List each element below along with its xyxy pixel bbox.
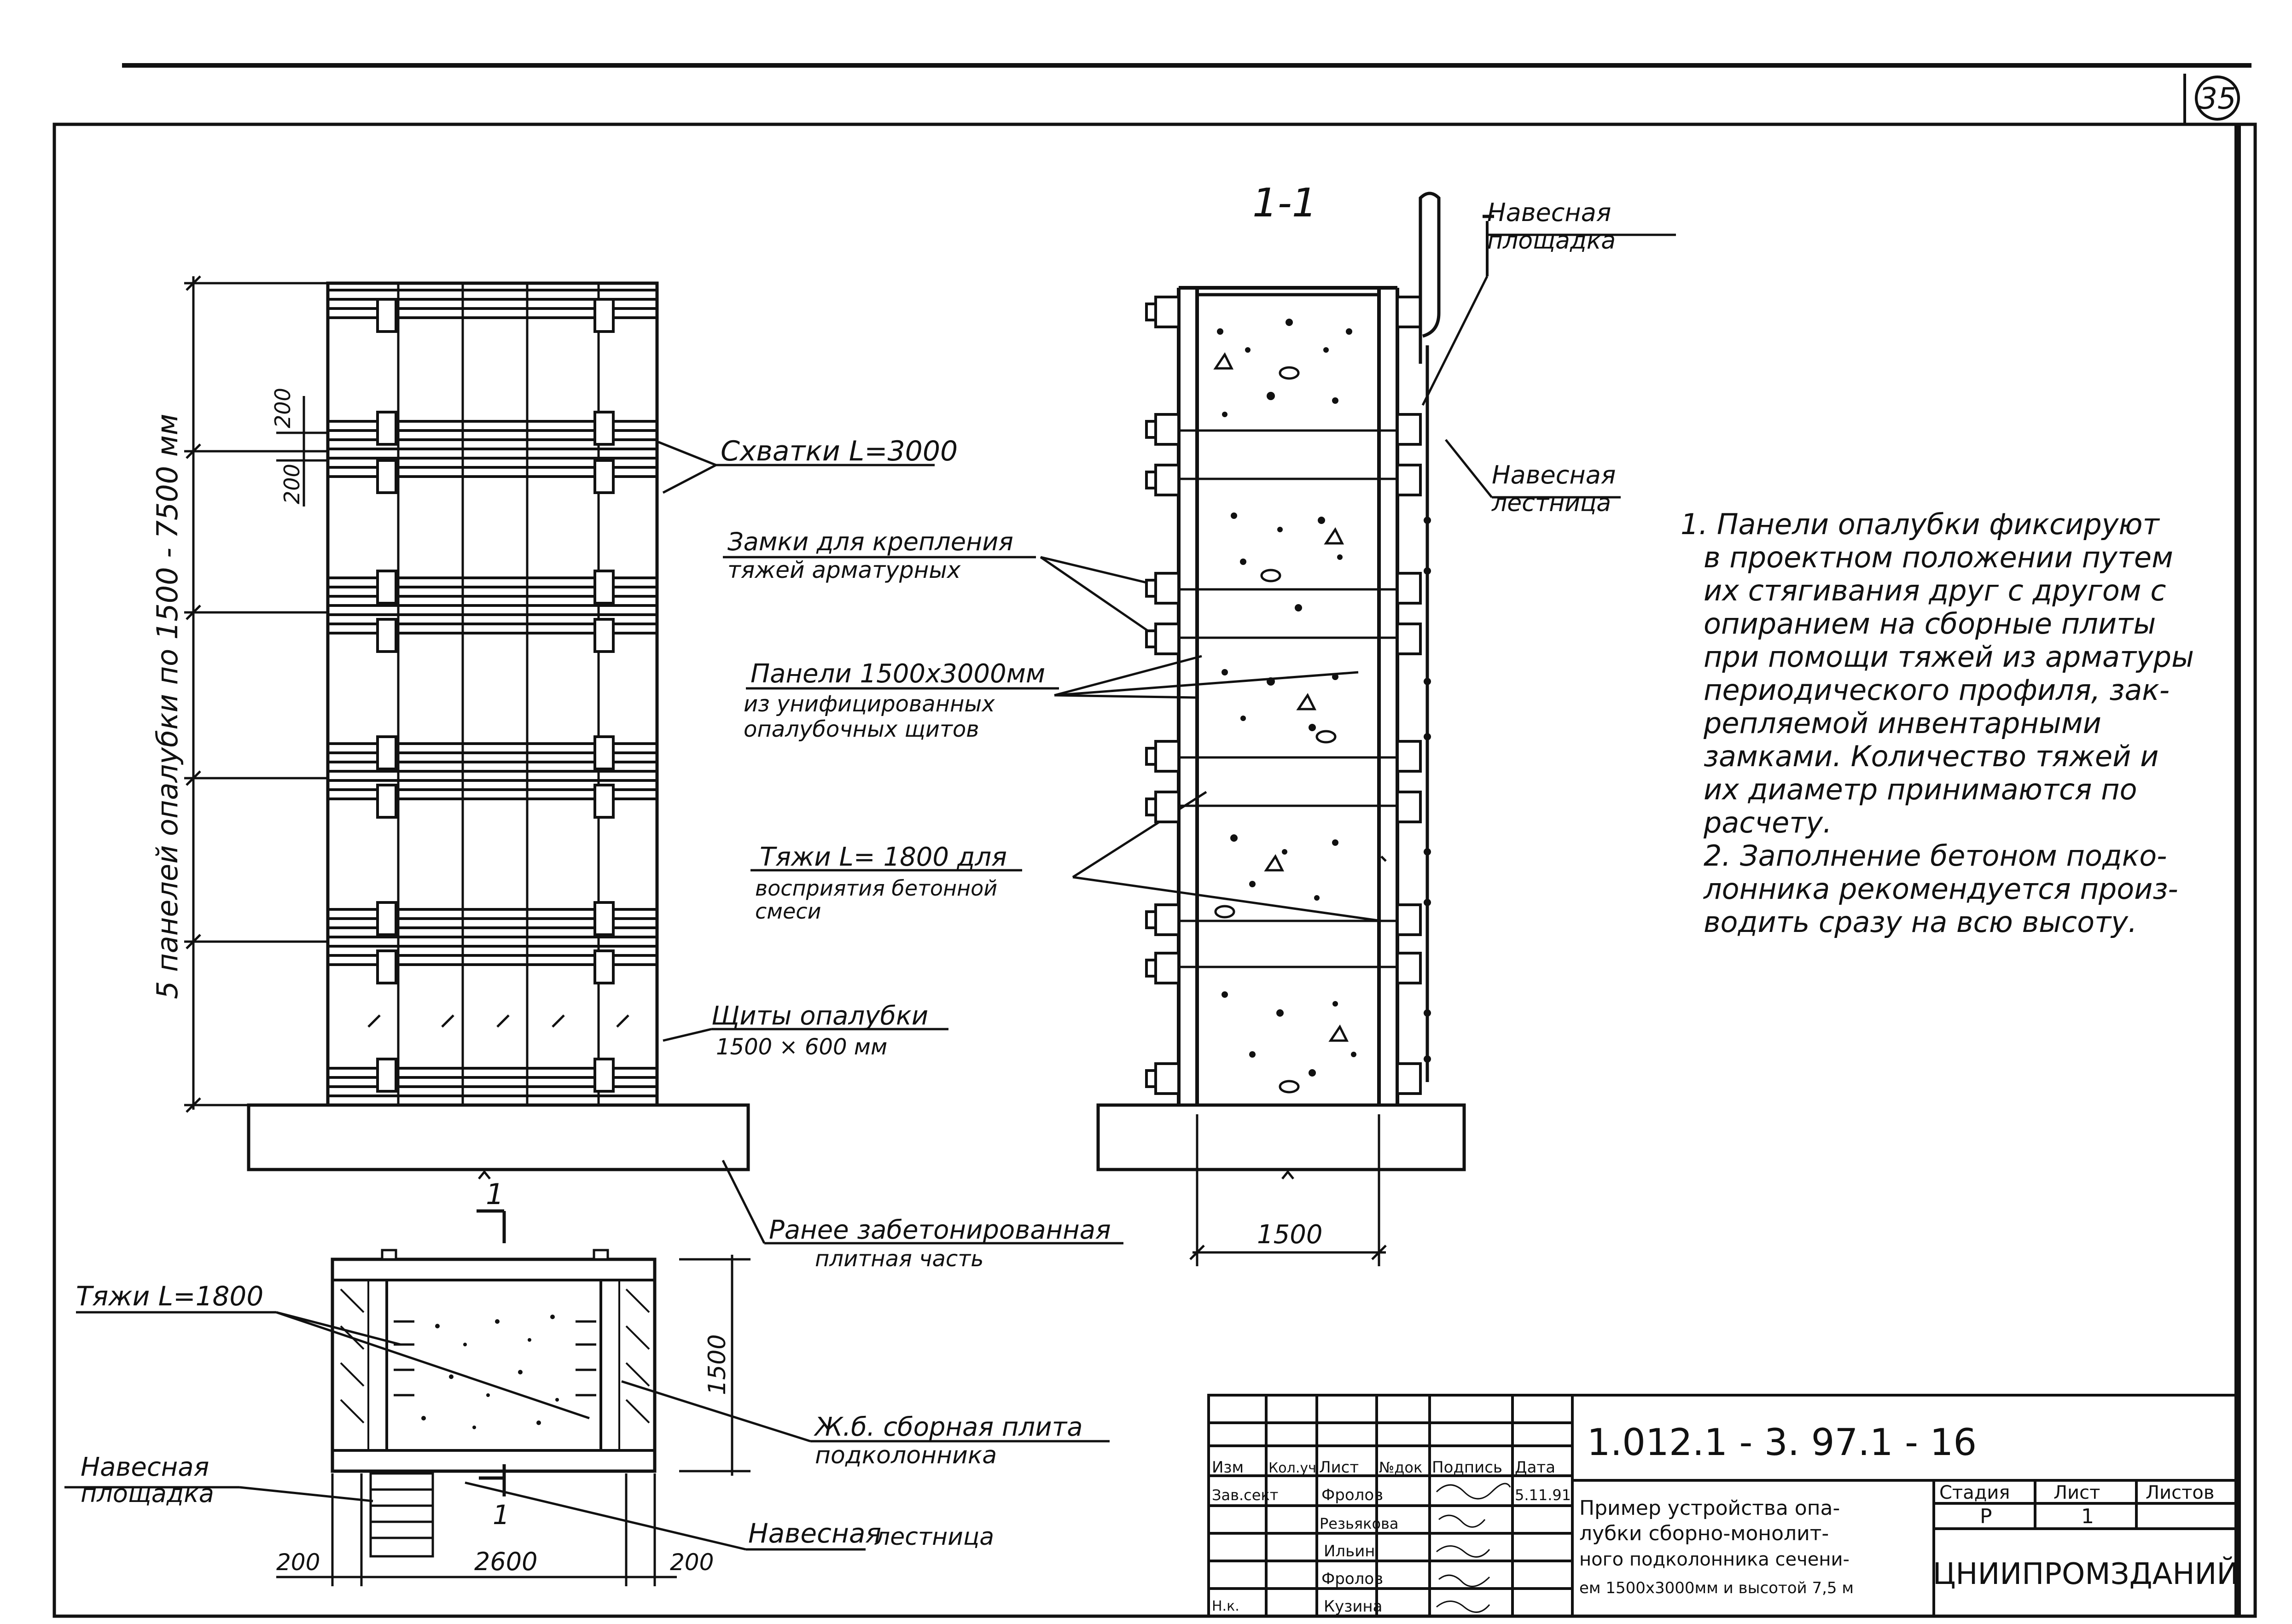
- drawing-code: 1.012.1 - 3. 97.1 - 16: [1587, 1421, 1977, 1464]
- role-zav-sekt: Зав.сект: [1212, 1486, 1278, 1504]
- name-row: Резьякова: [1320, 1515, 1398, 1532]
- label-lestnitsa-line1: Навесная: [1492, 460, 1616, 489]
- gap-dimension-bottom: 200: [279, 464, 304, 504]
- plan-dim-mid: 2600: [474, 1547, 537, 1576]
- plan-cut-top: 1: [486, 1177, 504, 1211]
- name-row: Кузина: [1324, 1597, 1383, 1616]
- label-skhvatki: Схватки L=3000: [721, 435, 958, 467]
- plan-label-lestnitsa-a: Навесная: [748, 1518, 881, 1549]
- notes: 1. Панели опалубки фиксируют в проектном…: [1681, 507, 2194, 939]
- description-line: ного подколонника сечени-: [1579, 1549, 1850, 1570]
- stage-header: Стадия: [1939, 1482, 2010, 1503]
- plan-cut-bottom: 1: [493, 1499, 510, 1531]
- note-line: 1. Панели опалубки фиксируют: [1681, 507, 2160, 541]
- plan-ladder: [369, 1472, 434, 1558]
- concrete-texture: [1217, 319, 1356, 1077]
- name-row: Фролов: [1321, 1486, 1383, 1504]
- lock-blocks: [376, 298, 615, 1093]
- date-value: 5.11.91: [1515, 1486, 1571, 1504]
- plan-dim-left: 200: [276, 1549, 320, 1576]
- col-data: Дата: [1515, 1458, 1555, 1477]
- note-line: при помощи тяжей из арматуры: [1704, 640, 2194, 674]
- name-row: Ильин: [1324, 1542, 1375, 1560]
- plan-dim-right: 200: [670, 1549, 714, 1576]
- label-ranee-line1: Ранее забетонированная: [769, 1215, 1111, 1245]
- label-ploshchadka-line1: Навесная: [1487, 198, 1611, 227]
- label-tyazhi-line2: восприятия бетонной: [755, 876, 997, 901]
- note-line: опиранием на сборные плиты: [1704, 607, 2156, 640]
- note-line: их диаметр принимаются по: [1704, 773, 2137, 806]
- section-label: 1-1: [1252, 180, 1317, 226]
- role-nk: Н.к.: [1212, 1598, 1239, 1614]
- section-locks-left: [1145, 296, 1180, 1095]
- description-line: лубки сборно-монолит-: [1579, 1522, 1829, 1545]
- gap-dimension-top: 200: [270, 388, 295, 428]
- label-tyazhi-line3: смеси: [755, 899, 821, 924]
- section-view: 1-1: [1096, 180, 1676, 1266]
- plan-label-ploshchadka-line1: Навесная: [81, 1452, 209, 1482]
- section-foundation: [1096, 1103, 1466, 1171]
- note-line: их стягивания друг с другом с: [1704, 574, 2166, 607]
- elevation-view: 5 панелей опалубки по 1500 - 7500 мм 200…: [151, 275, 750, 1180]
- label-paneli-line1: Панели 1500х3000мм: [750, 659, 1045, 689]
- plan-label-plita-line1: Ж.б. сборная плита: [814, 1412, 1083, 1442]
- elevation-foundation: [247, 1103, 750, 1171]
- sheet-number-badge: 35: [2195, 76, 2240, 121]
- organization: ЦНИИПРОМЗДАНИЙ: [1933, 1556, 2239, 1591]
- label-tyazhi-line1: Тяжи L= 1800 для: [760, 842, 1007, 872]
- elevation-height-dimension: 5 панелей опалубки по 1500 - 7500 мм: [151, 414, 184, 999]
- label-zamki-line2: тяжей арматурных: [727, 557, 961, 583]
- name-row: Фролов: [1321, 1570, 1383, 1588]
- sheet-header: Лист: [2053, 1482, 2100, 1503]
- section-locks-right: [1396, 296, 1422, 1095]
- label-paneli-line3: опалубочных щитов: [744, 716, 979, 742]
- note-line: расчету.: [1703, 806, 1832, 839]
- label-zamki-line1: Замки для крепления: [727, 527, 1013, 556]
- section-tie-rods: [1169, 429, 1409, 968]
- note-line: водить сразу на всю высоту.: [1704, 905, 2137, 939]
- elevation-callouts: Схватки L=3000 Замки для крепления тяжей…: [658, 435, 1387, 1272]
- plan-dim-height: 1500: [704, 1334, 731, 1395]
- label-paneli-line2: из унифицированных: [744, 691, 995, 717]
- label-ranee-line2: плитная часть: [815, 1246, 984, 1272]
- sheet-value: 1: [2081, 1505, 2094, 1528]
- col-ndok: №док: [1379, 1459, 1422, 1476]
- plan-label-plita-line2: подколонника: [815, 1442, 997, 1469]
- col-list: Лист: [1319, 1458, 1359, 1477]
- note-line: замками. Количество тяжей и: [1704, 739, 2158, 773]
- label-ploshchadka-line2: площадка: [1487, 227, 1616, 255]
- plan-view: 1 1 200 2600 200 1500 Тяжи L=1800 Ж.б. с…: [64, 1177, 1110, 1586]
- sheets-header: Листов: [2146, 1482, 2214, 1503]
- label-shchity-line2: 1500 × 600 мм: [716, 1034, 887, 1060]
- note-line: 2. Заполнение бетоном подко-: [1704, 839, 2167, 873]
- note-line: репляемой инвентарными: [1703, 706, 2101, 740]
- description-line: Пример устройства опа-: [1579, 1496, 1840, 1520]
- hanging-ladder: [1419, 192, 1494, 1082]
- col-izm: Изм: [1212, 1458, 1244, 1477]
- sheet-number: 35: [2199, 82, 2236, 116]
- label-lestnitsa-line2: лестница: [1491, 489, 1611, 517]
- plan-label-tyazhi: Тяжи L=1800: [76, 1281, 263, 1312]
- stage-value: Р: [1980, 1505, 1992, 1528]
- plan-label-ploshchadka-line2: площадка: [81, 1479, 214, 1508]
- col-kol: Кол.уч: [1268, 1460, 1316, 1476]
- plan-label-lestnitsa-b: лестница: [874, 1523, 994, 1551]
- note-line: периодического профиля, зак-: [1704, 673, 2170, 707]
- note-line: в проектном положении путем: [1704, 541, 2173, 574]
- sheet-frame: [52, 63, 2257, 1618]
- col-podpis: Подпись: [1432, 1458, 1502, 1477]
- label-shchity-line1: Щиты опалубки: [711, 1001, 928, 1031]
- note-line: лонника рекомендуется произ-: [1703, 872, 2178, 906]
- elevation-dimensions: [184, 275, 328, 1113]
- title-block: 1.012.1 - 3. 97.1 - 16 Изм Кол.уч Лист №…: [1207, 1394, 2239, 1618]
- section-width-dimension: 1500: [1257, 1220, 1323, 1250]
- description-line: ем 1500х3000мм и высотой 7,5 м: [1579, 1579, 1854, 1597]
